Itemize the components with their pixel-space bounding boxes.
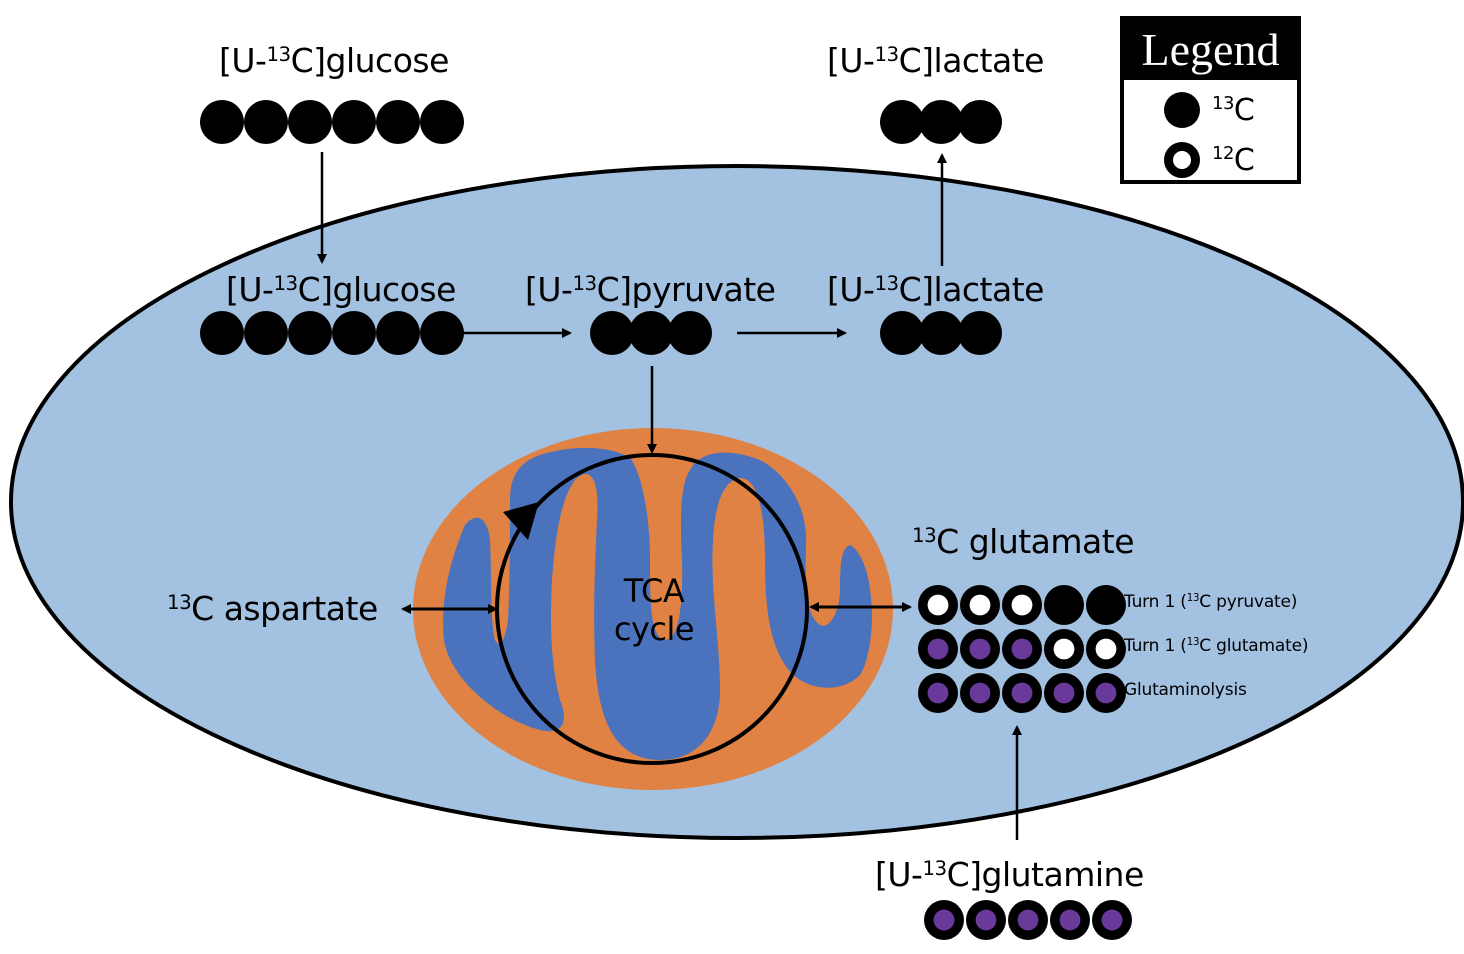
aspartate-label: 13C aspartate: [167, 589, 378, 628]
tca-cycle-label-line1: TCA: [623, 572, 685, 610]
carbon-atom-glu: [1086, 673, 1126, 713]
carbon-atom-13C: [200, 311, 244, 355]
tca-cycle-label: TCA cycle: [584, 572, 724, 649]
carbon-atom-13C: [629, 311, 673, 355]
legend: Legend 13C 12C: [1120, 16, 1301, 184]
carbon-atom-glu: [960, 629, 1000, 669]
carbon-atom-glu: [1092, 900, 1132, 940]
ring-circle-icon: [1164, 142, 1200, 178]
carbon-atom-13C: [288, 311, 332, 355]
carbon-atom-glu: [966, 900, 1006, 940]
carbon-atom-glu: [918, 673, 958, 713]
carbon-atom-13C: [244, 100, 288, 144]
pyruvate-label: [U-13C]pyruvate: [525, 270, 776, 309]
carbon-atom-13C: [919, 100, 963, 144]
glutamate-label: 13C glutamate: [912, 522, 1135, 561]
tca-cycle-direction-arrowhead: [503, 502, 539, 540]
carbon-atom-13C: [376, 100, 420, 144]
carbon-atom-13C: [288, 100, 332, 144]
carbon-atom-13C: [420, 100, 464, 144]
carbon-atom-13C: [420, 311, 464, 355]
legend-title: Legend: [1124, 20, 1297, 80]
carbon-atom-13C: [590, 311, 634, 355]
carbon-atom-13C: [376, 311, 420, 355]
glutamate-row-label: Turn 1 (13C glutamate): [1124, 636, 1309, 656]
carbon-atom-13C: [958, 311, 1002, 355]
carbon-atom-13C: [200, 100, 244, 144]
carbon-atom-13C: [668, 311, 712, 355]
carbon-atom-13C: [1086, 585, 1126, 625]
tca-cycle-label-line2: cycle: [613, 610, 695, 649]
carbon-atom-13C: [332, 311, 376, 355]
legend-item-13c: 13C: [1164, 92, 1255, 128]
carbon-atom-13C: [880, 311, 924, 355]
carbon-atom-glu: [1008, 900, 1048, 940]
intracellular-glucose-label: [U-13C]glucose: [226, 270, 456, 309]
carbon-atom-13C: [1044, 585, 1084, 625]
carbon-atom-12C: [1002, 585, 1042, 625]
legend-item-label: 12C: [1212, 142, 1255, 178]
glutamine-label: [U-13C]glutamine: [875, 855, 1144, 894]
carbon-atom-13C: [880, 100, 924, 144]
intracellular-lactate-label: [U-13C]lactate: [827, 270, 1044, 309]
glutamate-row-label: Turn 1 (13C pyruvate): [1124, 592, 1298, 612]
carbon-atom-glu: [924, 900, 964, 940]
carbon-atom-12C: [960, 585, 1000, 625]
legend-item-12c: 12C: [1164, 142, 1255, 178]
glutamate-row-label: Glutaminolysis: [1124, 680, 1247, 700]
carbon-atom-13C: [332, 100, 376, 144]
extracellular-lactate-label: [U-13C]lactate: [827, 41, 1044, 80]
filled-circle-icon: [1164, 92, 1200, 128]
carbon-atom-12C: [918, 585, 958, 625]
carbon-atom-glu: [960, 673, 1000, 713]
carbon-atom-12C: [1086, 629, 1126, 669]
carbon-atom-glu: [1002, 629, 1042, 669]
carbon-atom-glu: [918, 629, 958, 669]
carbon-atom-13C: [244, 311, 288, 355]
carbon-atoms: [200, 100, 1132, 940]
carbon-atom-13C: [919, 311, 963, 355]
carbon-atom-12C: [1044, 629, 1084, 669]
carbon-atom-glu: [1050, 900, 1090, 940]
carbon-atom-glu: [1002, 673, 1042, 713]
carbon-atom-glu: [1044, 673, 1084, 713]
mitochondrion-cristae: [443, 447, 872, 760]
extracellular-glucose-label: [U-13C]glucose: [219, 41, 449, 80]
legend-item-label: 13C: [1212, 92, 1255, 128]
carbon-atom-13C: [958, 100, 1002, 144]
